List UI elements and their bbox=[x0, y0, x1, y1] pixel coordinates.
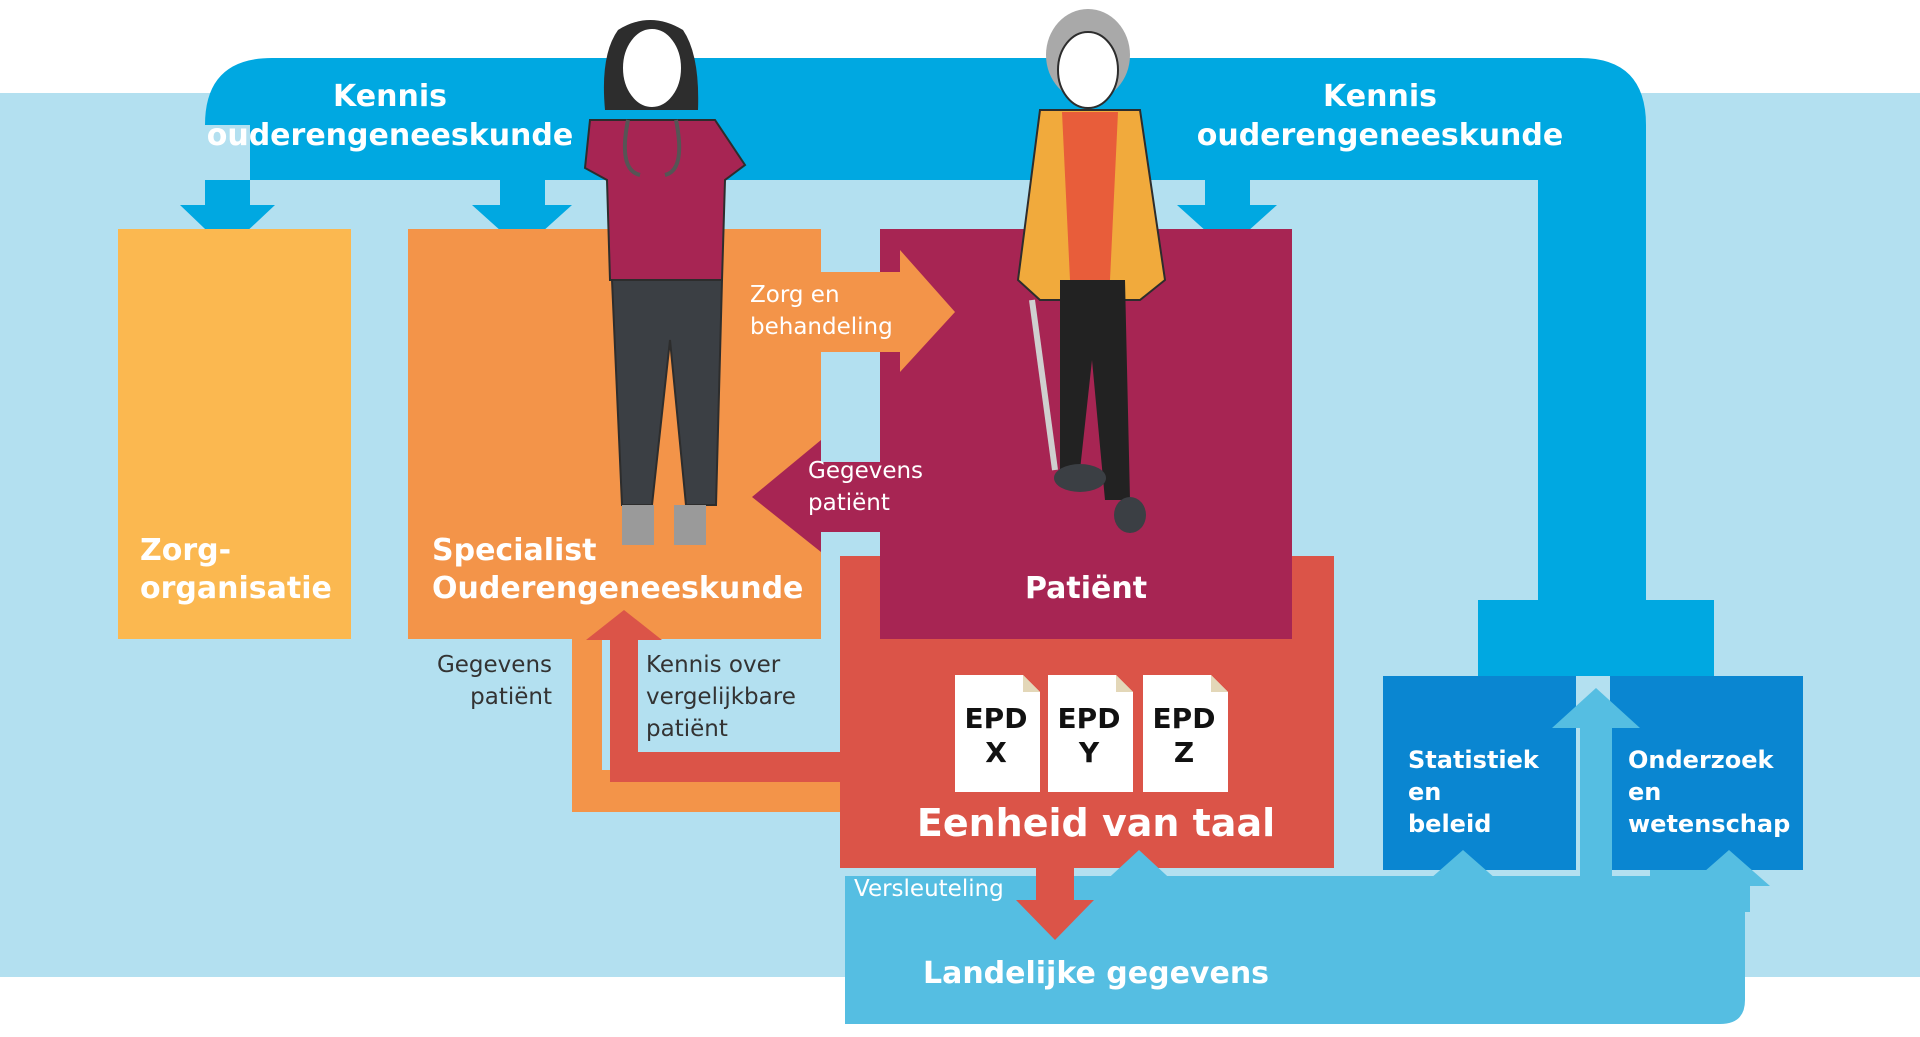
specialist-label: Specialist Ouderengeneeskunde bbox=[432, 533, 803, 606]
onderzoek-box bbox=[1610, 676, 1803, 870]
zorgorganisatie-label-line1: Zorg- bbox=[140, 533, 231, 568]
knowledge-label-right: Kennis ouderengeneeskunde bbox=[1197, 79, 1564, 153]
onderzoek-line1: Onderzoek bbox=[1628, 746, 1775, 774]
gegevens-patient-lower-line1: Gegevens bbox=[437, 652, 552, 678]
knowledge-label-right-line1: Kennis bbox=[1323, 79, 1437, 114]
flow-gegevens-patient-upper bbox=[752, 440, 880, 552]
epd-document-z bbox=[1143, 675, 1228, 792]
onderzoek-label: Onderzoek en wetenschap bbox=[1628, 746, 1790, 838]
knowledge-loop bbox=[180, 58, 1714, 676]
statistiek-label: Statistiek en beleid bbox=[1408, 746, 1540, 838]
flow-landelijk-up bbox=[1100, 850, 1178, 908]
gegevens-patient-lower-line2: patiënt bbox=[470, 684, 552, 710]
knowledge-arrow-specialist bbox=[472, 180, 572, 250]
flow-kennis-vergelijkbare bbox=[586, 610, 840, 782]
eenheid-label: Eenheid van taal bbox=[917, 801, 1275, 845]
kennis-vergelijkbare-label: Kennis over vergelijkbare patiënt bbox=[646, 652, 796, 742]
elderly-patient-illustration bbox=[1016, 9, 1167, 533]
knowledge-label-right-line2: ouderengeneeskunde bbox=[1197, 118, 1564, 153]
statistiek-line1: Statistiek bbox=[1408, 746, 1540, 774]
patient-label: Patiënt bbox=[1025, 571, 1147, 606]
kennis-vergelijkbare-line3: patiënt bbox=[646, 716, 728, 742]
zorg-behandeling-line2: behandeling bbox=[750, 314, 893, 340]
zorgorganisatie-box bbox=[118, 229, 351, 639]
epd-z-line1: EPD bbox=[1153, 702, 1216, 735]
zorg-behandeling-label: Zorg en behandeling bbox=[750, 282, 893, 340]
epd-document-y bbox=[1048, 675, 1133, 792]
onderzoek-line2: en bbox=[1628, 778, 1661, 806]
epd-y-line1: EPD bbox=[1058, 702, 1121, 735]
epd-y-line2: Y bbox=[1078, 736, 1100, 769]
zorg-behandeling-line1: Zorg en bbox=[750, 282, 840, 308]
gegevens-patient-lower-label: Gegevens patiënt bbox=[437, 652, 552, 710]
caregiver-illustration bbox=[583, 20, 747, 545]
knowledge-label-left-line2: ouderengeneeskunde bbox=[207, 118, 574, 153]
epd-x-line1: EPD bbox=[965, 702, 1028, 735]
onderzoek-line3: wetenschap bbox=[1628, 810, 1790, 838]
zorgorganisatie-label: Zorg- organisatie bbox=[140, 533, 332, 606]
knowledge-arrow-patient bbox=[1177, 180, 1277, 250]
flow-up-center bbox=[1552, 688, 1640, 912]
statistiek-line2: en bbox=[1408, 778, 1441, 806]
flow-landelijk-onderzoek bbox=[1688, 850, 1770, 912]
statistiek-box bbox=[1383, 676, 1576, 870]
gegevens-patient-upper-label: Gegevens patiënt bbox=[808, 458, 923, 516]
knowledge-label-left: Kennis ouderengeneeskunde bbox=[207, 79, 574, 153]
kennis-vergelijkbare-line2: vergelijkbare bbox=[646, 684, 796, 710]
specialist-label-line1: Specialist bbox=[432, 533, 597, 568]
gegevens-patient-upper-line1: Gegevens bbox=[808, 458, 923, 484]
zorgorganisatie-label-line2: organisatie bbox=[140, 571, 332, 606]
flow-landelijk-statistiek bbox=[1422, 850, 1504, 912]
epd-z-line2: Z bbox=[1174, 736, 1194, 769]
specialist-label-line2: Ouderengeneeskunde bbox=[432, 571, 803, 606]
flow-zorg-behandeling bbox=[821, 250, 955, 372]
kennis-vergelijkbare-line1: Kennis over bbox=[646, 652, 781, 678]
versleuteling-label: Versleuteling bbox=[854, 876, 1004, 902]
epd-x-line2: X bbox=[985, 736, 1007, 769]
knowledge-label-left-line1: Kennis bbox=[333, 79, 447, 114]
statistiek-line3: beleid bbox=[1408, 810, 1491, 838]
epd-document-x bbox=[955, 675, 1040, 792]
epd-labels: EPD X EPD Y EPD Z bbox=[965, 702, 1216, 769]
flow-versleuteling-down bbox=[1016, 868, 1094, 940]
landelijk-label: Landelijke gegevens bbox=[923, 956, 1269, 991]
gegevens-patient-upper-line2: patiënt bbox=[808, 490, 890, 516]
knowledge-arrow-zorgorganisatie bbox=[180, 180, 275, 250]
